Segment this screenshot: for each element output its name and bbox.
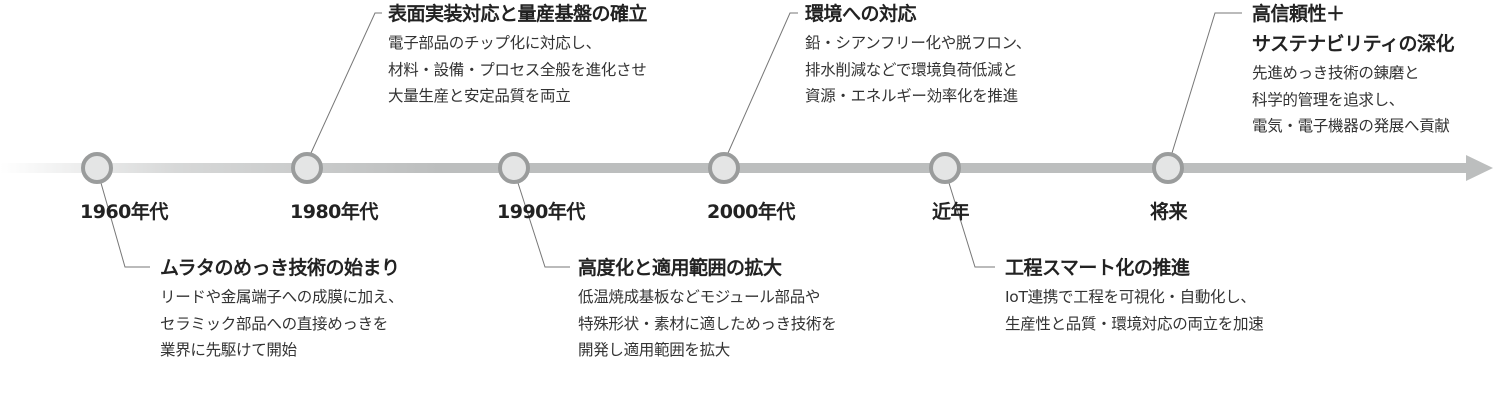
timeline-node — [81, 152, 113, 184]
leader-line — [310, 12, 382, 154]
event-description: 低温焼成基板などモジュール部品や 特殊形状・素材に適しためっき技術を 開発し適用… — [578, 284, 837, 364]
event-title: 環境への対応 — [805, 3, 917, 25]
event-1960s: ムラタのめっき技術の始まり リードや金属端子への成膜に加え、 セラミック部品への… — [160, 254, 404, 364]
desc-line: 先進めっき技術の錬磨と — [1252, 64, 1420, 82]
event-1980s: 表面実装対応と量産基盤の確立 電子部品のチップ化に対応し、 材料・設備・プロセス… — [388, 0, 648, 110]
period-label: 1960年代 — [80, 201, 168, 223]
desc-line: リードや金属端子への成膜に加え、 — [160, 288, 404, 306]
leader-line — [948, 182, 995, 268]
desc-line: 鉛・シアンフリー化や脱フロン、 — [805, 34, 1031, 52]
leader-line — [727, 12, 798, 154]
desc-line: 電子部品のチップ化に対応し、 — [388, 34, 601, 52]
leader-line — [1171, 12, 1242, 154]
event-2000s: 環境への対応 鉛・シアンフリー化や脱フロン、 排水削減などで環境負荷低減と 資源… — [805, 0, 1031, 110]
timeline-node — [291, 152, 323, 184]
desc-line: 低温焼成基板などモジュール部品や — [578, 288, 821, 306]
event-description: 先進めっき技術の錬磨と 科学的管理を追求し、 電気・電子機器の発展へ貢献 — [1252, 60, 1454, 140]
desc-line: 材料・設備・プロセス全般を進化させ — [388, 60, 647, 79]
desc-line: 特殊形状・素材に適しためっき技術を — [578, 314, 837, 333]
desc-line: 科学的管理を追求し、 — [1252, 90, 1405, 109]
desc-line: IoT連携で工程を可視化・自動化し、 — [1005, 288, 1256, 306]
event-title: ムラタのめっき技術の始まり — [160, 257, 400, 279]
event-future: 高信頼性＋ サステナビリティの深化 先進めっき技術の錬磨と 科学的管理を追求し、… — [1252, 0, 1454, 140]
arrow-head-icon — [1466, 155, 1493, 181]
period-label: 将来 — [1150, 201, 1188, 223]
desc-line: 業界に先駆けて開始 — [160, 341, 297, 359]
title-line: サステナビリティの深化 — [1252, 33, 1454, 55]
desc-line: 開発し適用範囲を拡大 — [578, 341, 731, 359]
leader-line — [517, 182, 570, 268]
period-label: 1990年代 — [497, 201, 585, 223]
period-label: 近年 — [932, 201, 970, 223]
desc-line: 排水削減などで環境負荷低減と — [805, 60, 1018, 79]
desc-line: 生産性と品質・環境対応の両立を加速 — [1005, 314, 1264, 333]
event-description: リードや金属端子への成膜に加え、 セラミック部品への直接めっきを 業界に先駆けて… — [160, 284, 404, 364]
event-title: 高信頼性＋ サステナビリティの深化 — [1252, 0, 1454, 58]
timeline-node — [498, 152, 530, 184]
timeline-node — [1152, 152, 1184, 184]
event-description: 電子部品のチップ化に対応し、 材料・設備・プロセス全般を進化させ 大量生産と安定… — [388, 30, 647, 110]
title-line: 高信頼性＋ — [1252, 3, 1345, 25]
event-1990s: 高度化と適用範囲の拡大 低温焼成基板などモジュール部品や 特殊形状・素材に適した… — [578, 254, 837, 364]
event-title: 表面実装対応と量産基盤の確立 — [388, 3, 648, 25]
event-recent: 工程スマート化の推進 IoT連携で工程を可視化・自動化し、 生産性と品質・環境対… — [1005, 254, 1264, 337]
desc-line: 大量生産と安定品質を両立 — [388, 87, 571, 105]
event-title: 工程スマート化の推進 — [1005, 257, 1190, 279]
event-description: IoT連携で工程を可視化・自動化し、 生産性と品質・環境対応の両立を加速 — [1005, 284, 1264, 337]
period-label: 2000年代 — [707, 201, 795, 223]
event-title: 高度化と適用範囲の拡大 — [578, 257, 782, 279]
desc-line: セラミック部品への直接めっきを — [160, 314, 389, 333]
timeline-node — [708, 152, 740, 184]
desc-line: 電気・電子機器の発展へ貢献 — [1252, 117, 1450, 135]
desc-line: 資源・エネルギー効率化を推進 — [805, 87, 1018, 105]
timeline-node — [929, 152, 961, 184]
event-description: 鉛・シアンフリー化や脱フロン、 排水削減などで環境負荷低減と 資源・エネルギー効… — [805, 30, 1031, 110]
leader-line — [100, 182, 150, 268]
period-label: 1980年代 — [290, 201, 378, 223]
